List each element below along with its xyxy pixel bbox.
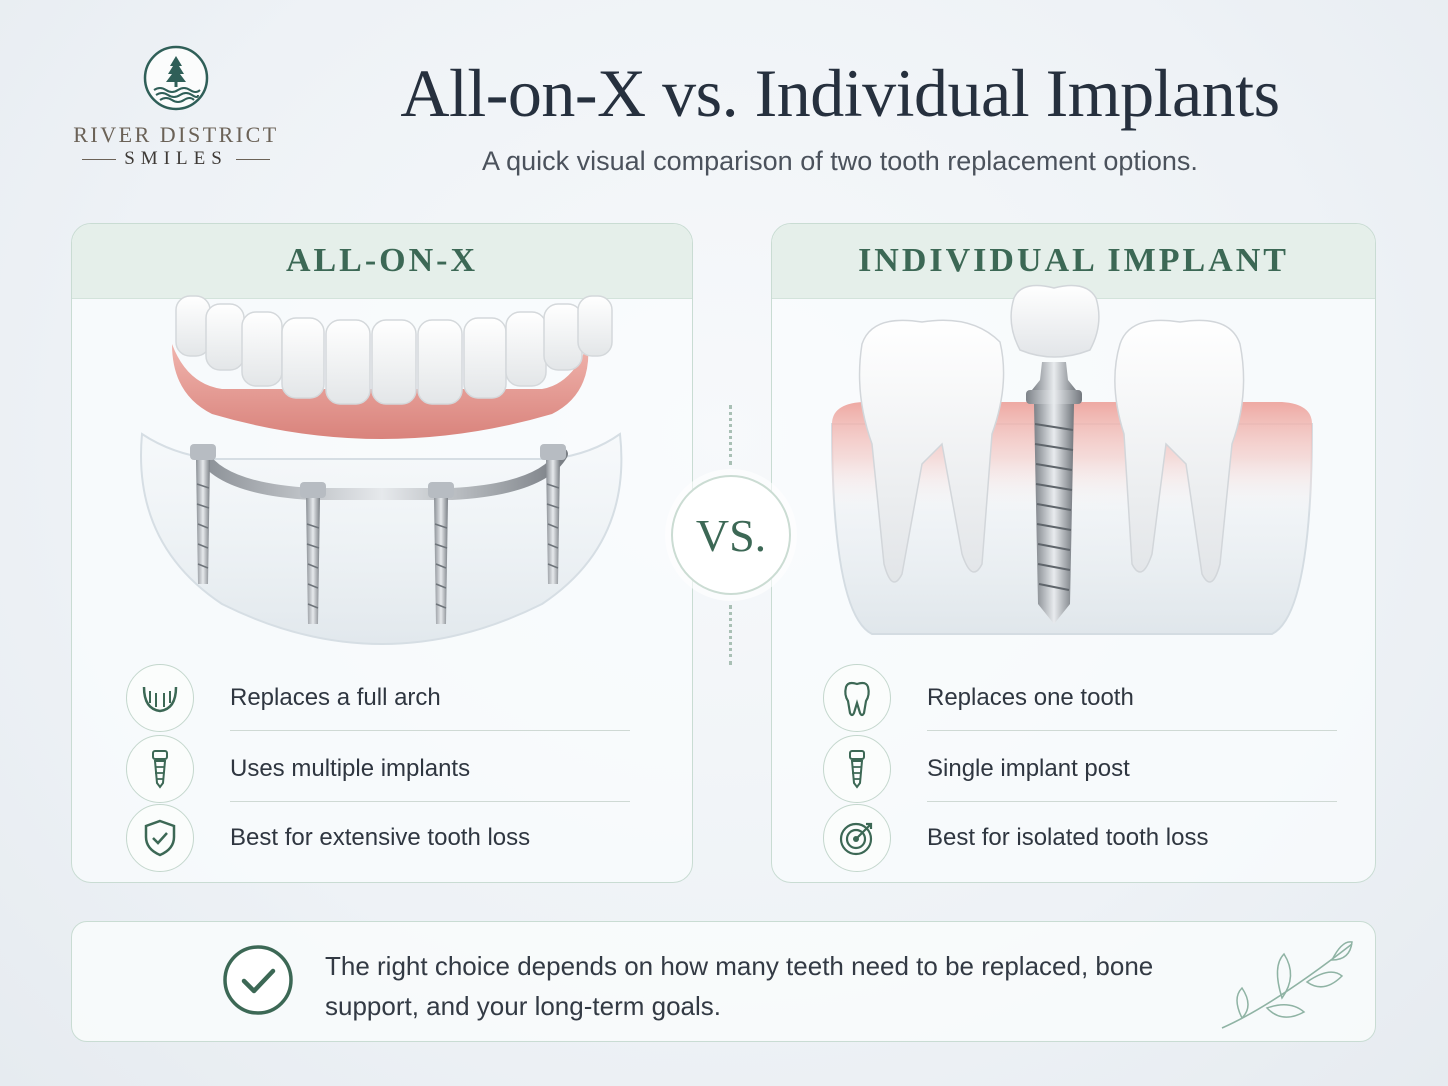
brand-tagline-text: SMILES (124, 148, 228, 169)
shield-check-icon (126, 804, 194, 872)
target-icon (823, 804, 891, 872)
page-subtitle: A quick visual comparison of two tooth r… (482, 146, 1198, 176)
vs-badge: VS. (671, 475, 791, 595)
full-arch-denture-illustration (140, 295, 623, 645)
individual-implant-card: INDIVIDUAL IMPLANT (771, 223, 1376, 883)
vs-divider-bottom (729, 605, 732, 665)
leaf-sprig-icon (1221, 941, 1353, 1029)
brand-tagline: SMILES (60, 148, 292, 170)
vs-divider-top (729, 405, 732, 465)
tree-wave-logo-icon (143, 45, 209, 111)
feature-label: Replaces a full arch (230, 684, 441, 711)
all-on-x-heading: ALL-ON-X (72, 224, 692, 299)
page-title: All-on-X vs. Individual Implants (400, 55, 1280, 131)
divider (230, 801, 630, 802)
implant-icon (126, 735, 194, 803)
brand-name: RIVER DISTRICT (73, 122, 279, 147)
divider (230, 730, 630, 731)
implant-icon (823, 735, 891, 803)
feature-label: Best for extensive tooth loss (230, 824, 531, 851)
check-circle-icon (223, 945, 293, 1015)
all-on-x-card: ALL-ON-X (71, 223, 693, 883)
single-implant-illustration (830, 284, 1314, 635)
summary-box: The right choice depends on how many tee… (71, 921, 1376, 1042)
tooth-icon (823, 664, 891, 732)
feature-label: Single implant post (927, 755, 1130, 782)
arch-icon (126, 664, 194, 732)
brand-logo: RIVER DISTRICT SMILES (60, 44, 292, 170)
divider (927, 730, 1337, 731)
summary-note: The right choice depends on how many tee… (325, 951, 1154, 1021)
divider (927, 801, 1337, 802)
feature-label: Best for isolated tooth loss (927, 824, 1209, 851)
feature-label: Replaces one tooth (927, 684, 1134, 711)
feature-label: Uses multiple implants (230, 755, 471, 782)
